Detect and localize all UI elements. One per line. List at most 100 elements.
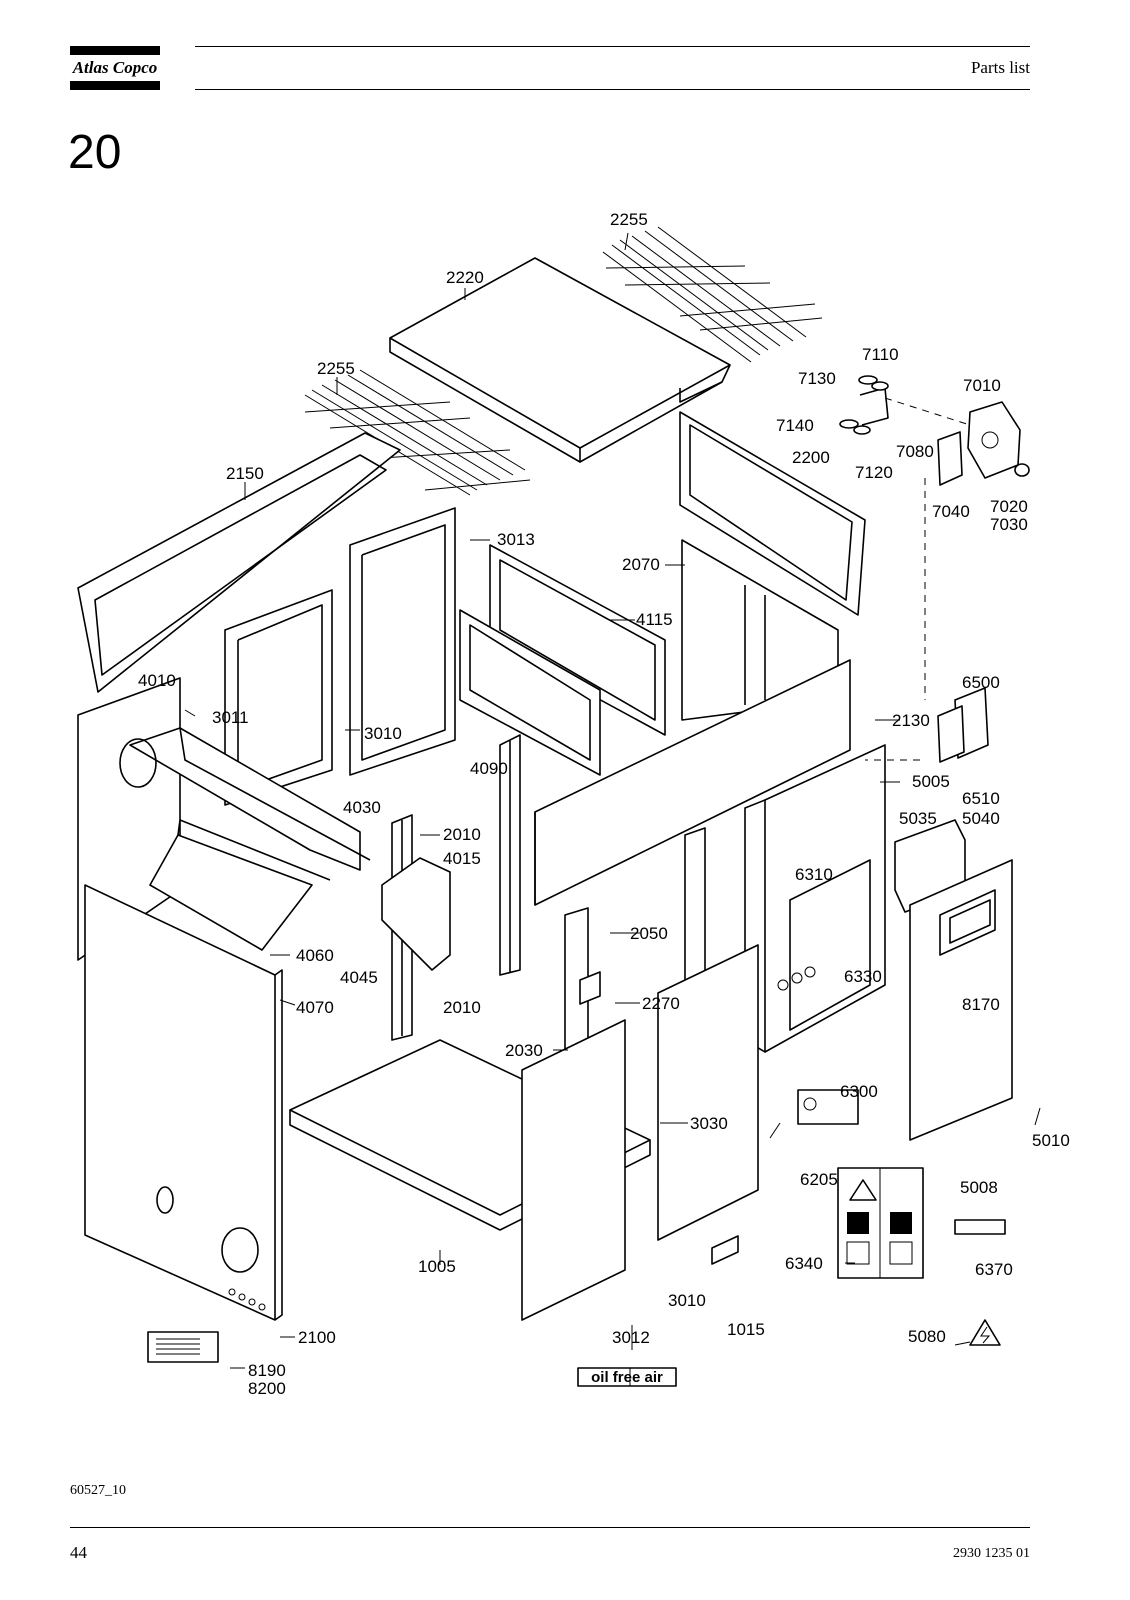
callout: 4045 (340, 968, 378, 987)
callout: 3010 (364, 724, 402, 743)
callout: 8200 (248, 1379, 286, 1398)
document-number: 2930 1235 01 (953, 1546, 1030, 1561)
part-sign-6340 (837, 1167, 924, 1279)
callout: 8190 (248, 1361, 286, 1380)
callout: 4030 (343, 798, 381, 817)
section-number: 20 (68, 126, 122, 179)
callout: 7110 (862, 345, 899, 364)
part-duct-4030 (119, 727, 371, 871)
part-housing-7010 (967, 401, 1030, 479)
page-number: 44 (70, 1543, 87, 1562)
part-frame-4090 (459, 609, 601, 776)
callout: 3030 (690, 1114, 728, 1133)
part-label-6370 (954, 1219, 1006, 1235)
callout: 5008 (960, 1178, 998, 1197)
callout: 3013 (497, 530, 535, 549)
callout: 4015 (443, 849, 481, 868)
callout: 4115 (636, 610, 673, 629)
part-plate-8190 (147, 1331, 219, 1363)
callout: 7130 (798, 369, 836, 388)
callout: 2255 (317, 359, 355, 378)
callout: 7010 (963, 376, 1001, 395)
callout: 6500 (962, 673, 1000, 692)
leader-lines (184, 232, 1041, 1386)
callout: 2030 (505, 1041, 543, 1060)
callout: 5080 (908, 1327, 946, 1346)
callout: 6310 (795, 865, 833, 884)
callout: 5010 (1032, 1131, 1070, 1150)
callout: 2200 (792, 448, 830, 467)
part-handle-1015 (711, 1235, 739, 1265)
callout: 5035 (899, 809, 937, 828)
callout: 2070 (622, 555, 660, 574)
part-plate-7040 (937, 431, 963, 486)
callout: 7120 (855, 463, 893, 482)
part-door-3010-right (657, 944, 759, 1241)
part-bracket-2270 (579, 971, 601, 1005)
callout: 2255 (610, 210, 648, 229)
callout: 4090 (470, 759, 508, 778)
header-rule-top (195, 46, 1030, 47)
callout: 3010 (668, 1291, 706, 1310)
callout: 6340 (785, 1254, 823, 1273)
callout: 4010 (138, 671, 176, 690)
callout: 7040 (932, 502, 970, 521)
callout: 8170 (962, 995, 1000, 1014)
part-label-6205 (797, 1089, 859, 1125)
part-frame-2200 (679, 411, 866, 616)
part-door-5008 (909, 859, 1013, 1141)
callout: 2130 (892, 711, 930, 730)
part-grille-top-right (602, 226, 823, 363)
callout: 1005 (418, 1257, 456, 1276)
callout: 2010 (443, 998, 481, 1017)
callout: 5040 (962, 809, 1000, 828)
callout: 4070 (296, 998, 334, 1017)
part-decal-oil-free-air (577, 1367, 677, 1387)
brand-logo-text: Atlas Copco (72, 58, 158, 77)
header-title: Parts list (970, 58, 1030, 77)
callout: 2100 (298, 1328, 336, 1347)
part-frame-2150 (77, 432, 401, 693)
part-frame-4115 (489, 544, 666, 736)
part-bracket-7080 (859, 387, 889, 426)
part-clips-7110-7140 (839, 375, 889, 435)
callout: 5005 (912, 772, 950, 791)
part-frame-3010 (224, 589, 333, 806)
callout: 6370 (975, 1260, 1013, 1279)
brand-logo: Atlas Copco (70, 46, 160, 90)
callout: 7140 (776, 416, 814, 435)
callout: 6205 (800, 1170, 838, 1189)
part-cabinet-6300 (744, 744, 886, 1053)
callout: 3011 (212, 708, 249, 727)
callout: 7030 (990, 515, 1028, 534)
callout: 2150 (226, 464, 264, 483)
electric-hazard-warning-icon (969, 1319, 1001, 1346)
callout: 2050 (630, 924, 668, 943)
callout: 4060 (296, 946, 334, 965)
footer-rule (70, 1527, 1030, 1528)
part-top-cover (389, 257, 731, 463)
part-upright-2010-mid (499, 734, 521, 976)
part-frame-3013 (349, 507, 456, 776)
part-side-panel-2130 (534, 659, 851, 906)
callout: 3012 (612, 1328, 650, 1347)
callout: 2220 (446, 268, 484, 287)
assembly-sketch (77, 226, 1030, 1387)
callout: 6510 (962, 789, 1000, 808)
callout: 6330 (844, 967, 882, 986)
header-rule-bottom (195, 89, 1030, 90)
callout: 7080 (896, 442, 934, 461)
part-upright-2050 (684, 827, 706, 981)
callout: 7020 (990, 497, 1028, 516)
part-gasket-6510 (937, 705, 965, 763)
part-duct-4060 (149, 819, 331, 951)
callout: 6300 (840, 1082, 878, 1101)
callout: 1015 (727, 1320, 765, 1339)
callout: 2010 (443, 825, 481, 844)
part-plate-4015 (381, 857, 451, 971)
callouts: 2255 2220 2255 7110 7130 7010 7140 7080 … (138, 210, 1070, 1398)
part-panel-2100 (84, 884, 283, 1321)
drawing-reference: 60527_10 (70, 1483, 126, 1498)
part-door-3012 (521, 1019, 626, 1321)
